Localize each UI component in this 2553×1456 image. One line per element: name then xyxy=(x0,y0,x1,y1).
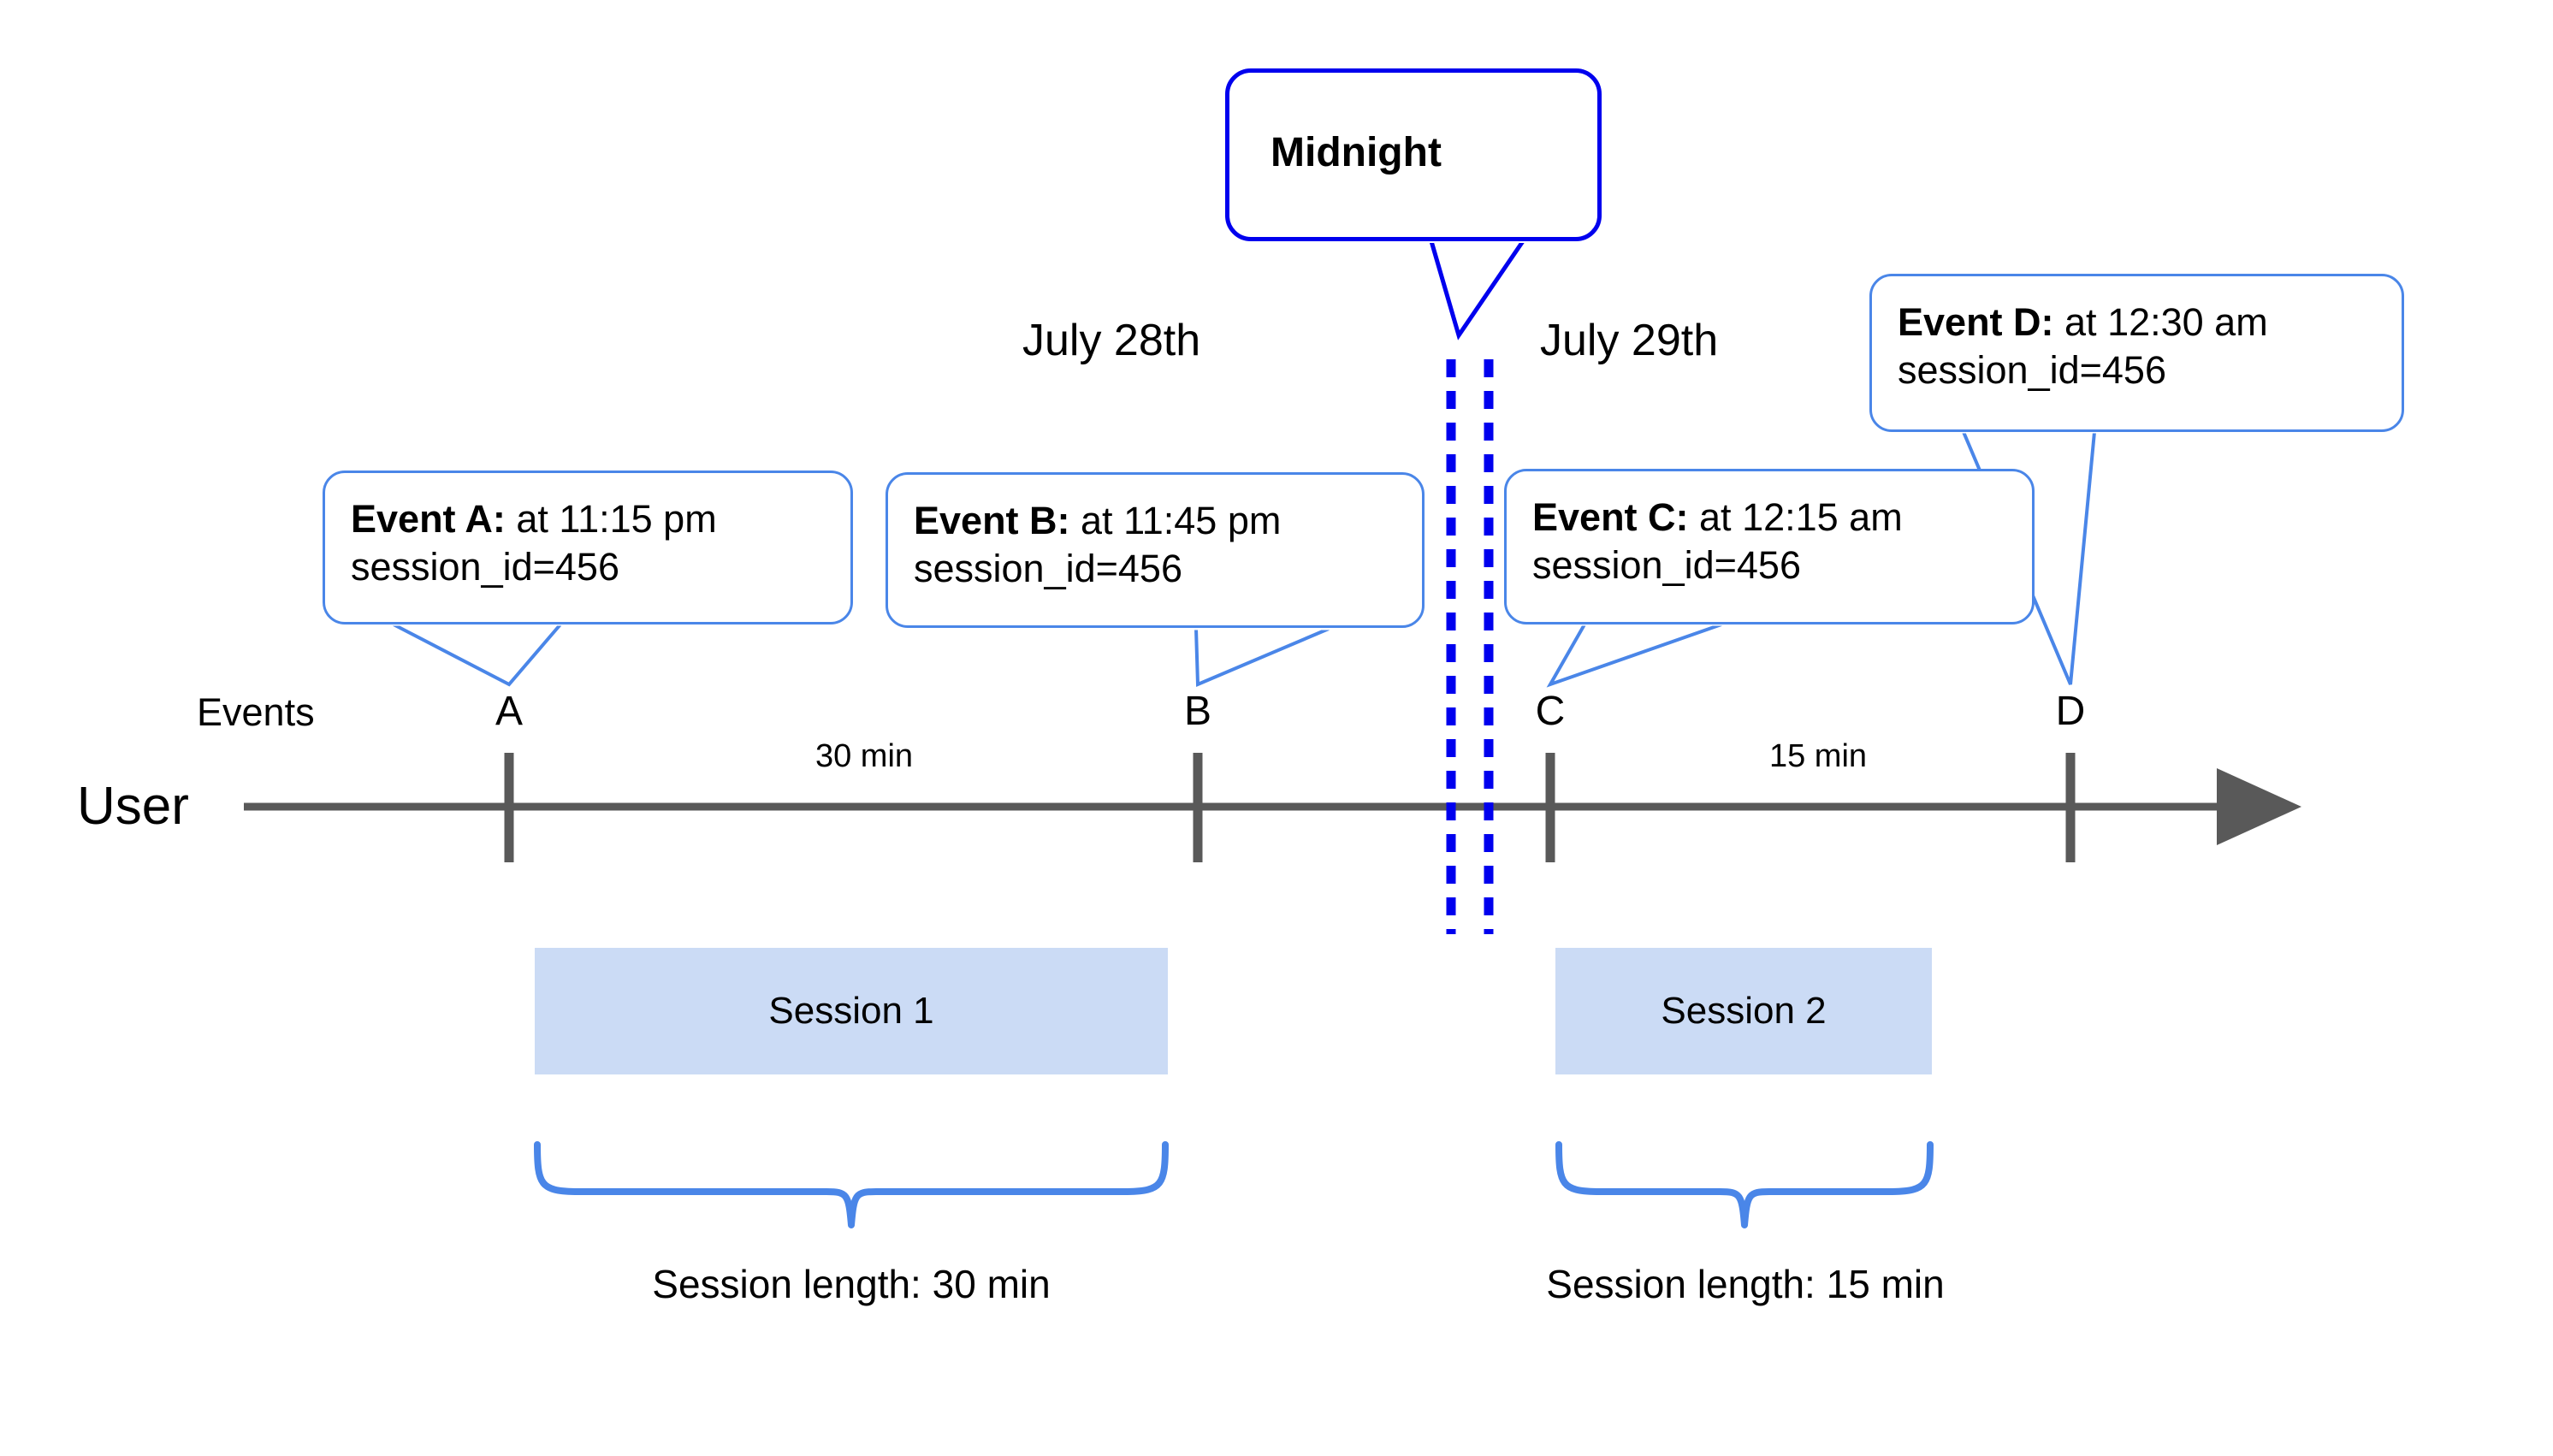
event-c-title: Event C: xyxy=(1532,495,1689,539)
event-b-callout: Event B: at 11:45 pm session_id=456 xyxy=(886,472,1425,628)
tick-label-c: C xyxy=(1535,689,1566,734)
midnight-callout: Midnight xyxy=(1225,68,1602,241)
event-a-callout: Event A: at 11:15 pm session_id=456 xyxy=(323,471,853,624)
tick-label-b: B xyxy=(1183,689,1211,734)
midnight-callout-label: Midnight xyxy=(1271,130,1442,175)
event-b-detail: at 11:45 pm xyxy=(1069,499,1282,542)
axis-label-user: User xyxy=(77,777,189,836)
session-1-brace xyxy=(534,1141,1169,1228)
date-label-july-28: July 28th xyxy=(1022,316,1201,365)
session-2-label: Session 2 xyxy=(1661,990,1827,1032)
events-row-label: Events xyxy=(197,690,315,734)
session-2-block: Session 2 xyxy=(1555,948,1932,1074)
interval-label-c-to-d: 15 min xyxy=(1768,738,1868,774)
timeline-axis xyxy=(244,753,2301,862)
event-b-callout-body: Event B: at 11:45 pm session_id=456 xyxy=(888,475,1422,615)
tick-label-d: D xyxy=(2055,689,2086,734)
event-c-line-1: Event C: at 12:15 am xyxy=(1532,494,2006,542)
event-d-line-2: session_id=456 xyxy=(1898,348,2166,392)
midnight-dashed-lines xyxy=(1446,359,1494,934)
event-c-line-2: session_id=456 xyxy=(1532,543,1801,587)
event-c-callout: Event C: at 12:15 am session_id=456 xyxy=(1504,469,2035,624)
session-2-length-label: Session length: 15 min xyxy=(1546,1262,1945,1306)
midnight-callout-tail xyxy=(1427,236,1528,340)
event-d-callout: Event D: at 12:30 am session_id=456 xyxy=(1869,274,2404,432)
event-a-title: Event A: xyxy=(351,497,506,541)
date-label-july-29: July 29th xyxy=(1540,316,1719,365)
session-1-label: Session 1 xyxy=(768,990,934,1032)
event-b-line-2: session_id=456 xyxy=(914,547,1182,590)
event-a-detail: at 11:15 pm xyxy=(505,497,717,541)
tick-label-a: A xyxy=(495,689,523,734)
event-d-title: Event D: xyxy=(1898,300,2054,344)
event-c-callout-tail xyxy=(1546,619,1726,688)
event-a-line-1: Event A: at 11:15 pm xyxy=(351,495,825,543)
event-a-line-2: session_id=456 xyxy=(351,545,619,589)
event-a-callout-tail xyxy=(389,619,565,687)
event-a-callout-body: Event A: at 11:15 pm session_id=456 xyxy=(325,473,850,613)
event-b-title: Event B: xyxy=(914,499,1070,542)
event-d-callout-body: Event D: at 12:30 am session_id=456 xyxy=(1872,276,2402,417)
session-1-length-label: Session length: 30 min xyxy=(652,1262,1051,1306)
event-d-line-1: Event D: at 12:30 am xyxy=(1898,299,2376,346)
session-1-block: Session 1 xyxy=(535,948,1168,1074)
interval-label-a-to-b: 30 min xyxy=(814,738,914,774)
event-b-callout-tail xyxy=(1192,624,1333,687)
event-c-detail: at 12:15 am xyxy=(1688,495,1903,539)
session-2-brace xyxy=(1555,1141,1934,1228)
event-d-detail: at 12:30 am xyxy=(2053,300,2268,344)
event-c-callout-body: Event C: at 12:15 am session_id=456 xyxy=(1507,471,2032,612)
event-b-line-1: Event B: at 11:45 pm xyxy=(914,497,1396,545)
